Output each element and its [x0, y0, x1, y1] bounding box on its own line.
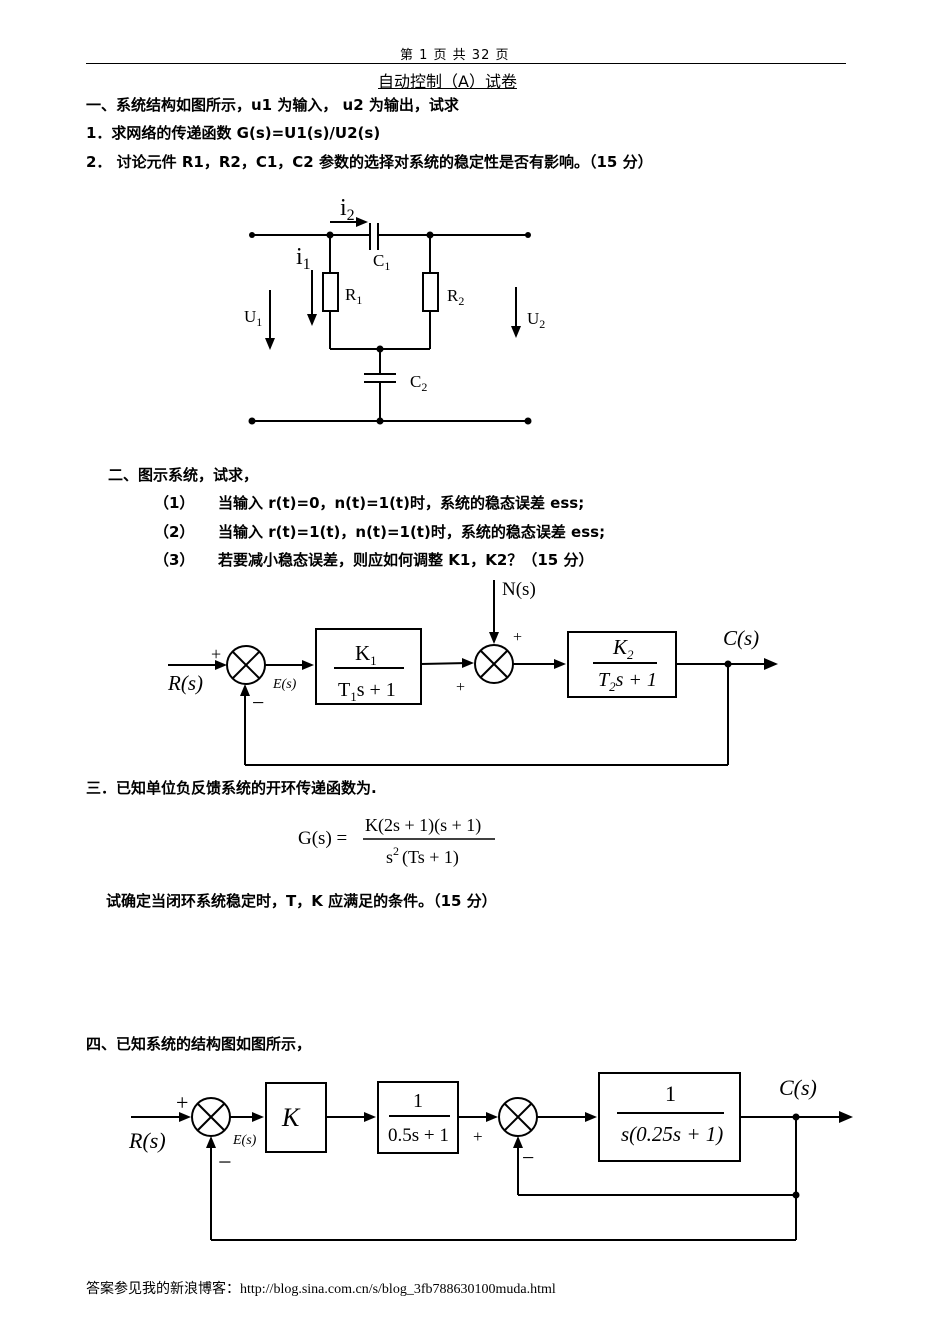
q2-item-1: 当输入 r(t)=0，n(t)=1(t)时，系统的稳态误差 ess; [218, 494, 585, 512]
label-u2: U2 [527, 309, 545, 331]
label-r-input-2: R(s) [128, 1128, 166, 1153]
q2-item-3-num: （3） [154, 551, 195, 569]
sign-minus-5: − [522, 1145, 534, 1170]
exam-title: 自动控制（A）试卷 [378, 72, 517, 91]
sign-plus-4: + [176, 1090, 188, 1115]
label-c1: C1 [373, 251, 390, 273]
label-n: N(s) [502, 579, 536, 600]
g1-numerator: K1 [355, 641, 377, 668]
q2-item-2: 当输入 r(t)=1(t)，n(t)=1(t)时，系统的稳态误差 ess; [218, 523, 606, 541]
g2-numerator: K2 [612, 635, 634, 662]
svg-text:s2(Ts + 1): s2(Ts + 1) [386, 844, 459, 868]
q2-item-1-num: （1） [154, 494, 195, 512]
block-k-label: K [281, 1103, 301, 1132]
label-u1: U1 [244, 307, 262, 329]
label-c-output: C(s) [723, 626, 759, 650]
label-i1: i1 [296, 244, 311, 273]
sign-plus-3: + [456, 679, 465, 696]
q1-item-2: 2． 讨论元件 R1，R2，C1，C2 参数的选择对系统的稳定性是否有影响。（1… [86, 153, 653, 171]
transfer-function: G(s) = K(2s + 1)(s + 1) s2(Ts + 1) [298, 815, 495, 868]
g2-denominator: T2s + 1 [598, 669, 657, 694]
q1-intro: 一、系统结构如图所示，u1 为输入， u2 为输出，试求 [86, 96, 459, 114]
q1-item-1: 1．求网络的传递函数 G(s)=U1(s)/U2(s) [86, 124, 381, 142]
label-i2: i2 [340, 195, 355, 224]
block-g1 [315, 628, 422, 705]
sign-minus-4: − [218, 1150, 232, 1176]
sign-plus-5: + [473, 1127, 483, 1146]
page-number: 第 1 页 共 32 页 [400, 48, 510, 63]
label-r-input: R(s) [167, 671, 203, 695]
g3-numerator: 1 [665, 1081, 676, 1106]
circuit-diagram: i2 i1 C1 R1 R2 U1 U2 C2 [244, 195, 545, 425]
sign-plus-1: + [211, 644, 221, 664]
label-e-2: E(s) [232, 1133, 257, 1148]
svg-text:K(2s + 1)(s + 1): K(2s + 1)(s + 1) [365, 815, 481, 836]
resistor-r1 [322, 272, 339, 312]
q3-intro: 三．已知单位负反馈系统的开环传递函数为. [86, 779, 377, 797]
label-r1: R1 [345, 285, 362, 307]
label-r2: R2 [447, 286, 464, 308]
sign-plus-2: + [513, 629, 522, 646]
block-diagram-1: N(s) R(s) E(s) C(s) + − + + K1 T1s + 1 K… [167, 579, 778, 766]
q3-task: 试确定当闭环系统稳定时，T，K 应满足的条件。（15 分） [106, 892, 497, 910]
block-diagram-2: R(s) E(s) C(s) + − + − K 1 0.5s + 1 1 s(… [128, 1072, 853, 1241]
q2-item-2-num: （2） [154, 523, 195, 541]
label-e: E(s) [272, 677, 297, 692]
q4-intro: 四、已知系统的结构图如图所示， [86, 1035, 312, 1053]
q2-item-3: 若要减小稳态误差，则应如何调整 K1，K2？（15 分） [218, 551, 594, 569]
label-c-output-2: C(s) [779, 1075, 817, 1100]
footer-link[interactable]: 答案参见我的新浪博客：http://blog.sina.com.cn/s/blo… [86, 1282, 556, 1297]
g1-denominator: T1s + 1 [338, 679, 396, 704]
g3-denominator: s(0.25s + 1) [621, 1122, 723, 1146]
g2-numerator-2: 1 [413, 1090, 423, 1112]
q2-intro: 二、图示系统，试求， [108, 466, 259, 484]
sign-minus-1: − [252, 690, 264, 715]
header-rule [86, 63, 846, 64]
label-c2: C2 [410, 372, 427, 394]
g2-denominator-2: 0.5s + 1 [388, 1125, 449, 1146]
resistor-r2 [422, 272, 439, 312]
svg-text:G(s) =: G(s) = [298, 828, 347, 849]
